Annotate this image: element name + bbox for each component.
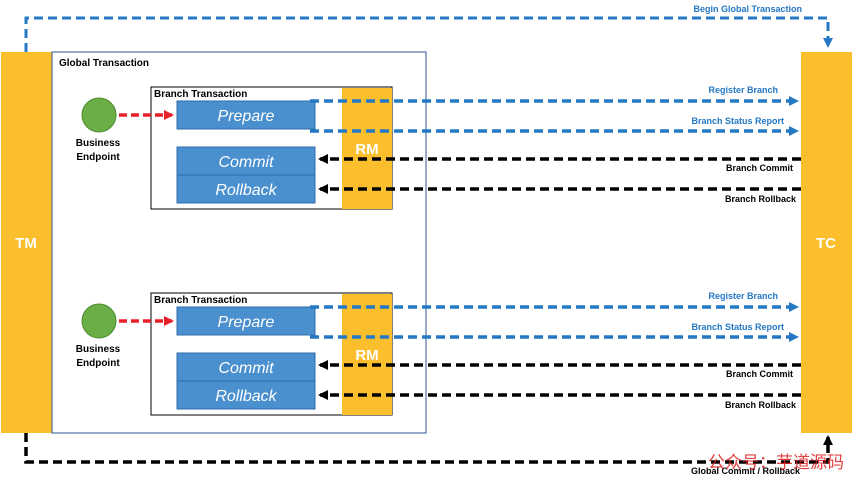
branch-status-report-label: Branch Status Report: [691, 322, 784, 332]
business-endpoint-label: Endpoint: [76, 152, 120, 163]
branch-commit-label: Branch Commit: [726, 369, 793, 379]
branch-commit-label: Branch Commit: [726, 163, 793, 173]
rollback-box: [176, 174, 316, 204]
branch-rollback-label: Branch Rollback: [725, 194, 797, 204]
rm-label: RM: [355, 141, 378, 158]
watermark-text: 公众号：芋道源码: [708, 453, 844, 472]
prepare-box: [176, 100, 316, 130]
prepare-label: Prepare: [218, 108, 275, 125]
commit-label: Commit: [218, 154, 274, 171]
tc-block: [801, 52, 852, 433]
begin-global-transaction-label: Begin Global Transaction: [693, 4, 802, 14]
branch-group-1: Branch Transaction Business Endpoint Pre…: [76, 85, 801, 210]
prepare-box: [176, 306, 316, 336]
register-branch-label: Register Branch: [708, 291, 778, 301]
tc-label: TC: [816, 235, 836, 252]
global-commit-rollback-label: Global Commit / Rollback: [691, 466, 801, 476]
register-branch-label: Register Branch: [708, 85, 778, 95]
commit-box: [176, 146, 316, 176]
branch-group-2: Branch Transaction Business Endpoint Pre…: [76, 291, 801, 416]
rollback-box: [176, 380, 316, 410]
branch-status-report-label: Branch Status Report: [691, 116, 784, 126]
branch-rollback-label: Branch Rollback: [725, 400, 797, 410]
tm-block: [1, 52, 52, 433]
global-transaction-label: Global Transaction: [59, 58, 149, 69]
commit-label: Commit: [218, 360, 274, 377]
business-endpoint-label: Business: [76, 344, 121, 355]
business-endpoint-label: Endpoint: [76, 358, 120, 369]
branch-transaction-label: Branch Transaction: [154, 295, 247, 306]
rollback-label: Rollback: [215, 182, 277, 199]
global-commit-rollback-arrow: [24, 433, 833, 464]
rollback-label: Rollback: [215, 388, 277, 405]
global-transaction-frame: [51, 51, 427, 434]
tm-label: TM: [15, 235, 37, 252]
rm-label: RM: [355, 347, 378, 364]
begin-global-transaction-arrow: [24, 16, 833, 52]
business-endpoint-icon: [81, 303, 117, 339]
prepare-label: Prepare: [218, 314, 275, 331]
business-endpoint-icon: [81, 97, 117, 133]
branch-transaction-label: Branch Transaction: [154, 89, 247, 100]
business-endpoint-label: Business: [76, 138, 121, 149]
